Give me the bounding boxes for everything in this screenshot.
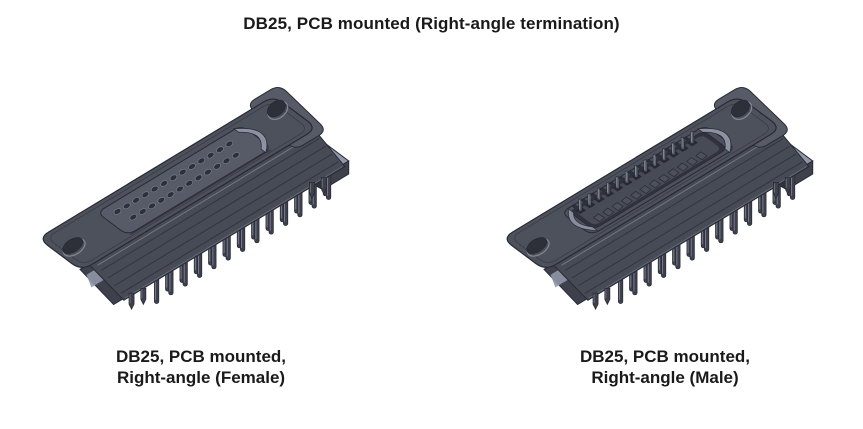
caption-line: Right-angle (Male)	[591, 368, 739, 387]
figure-caption-male: DB25, PCB mounted, Right-angle (Male)	[500, 346, 830, 388]
caption-line: DB25, PCB mounted,	[579, 347, 751, 366]
figure-db25-female: DB25, PCB mounted, Right-angle (Female)	[36, 56, 366, 388]
figure-db25-male: DB25, PCB mounted, Right-angle (Male)	[500, 56, 830, 388]
page-title: DB25, PCB mounted (Right-angle terminati…	[243, 14, 620, 33]
caption-line: Right-angle (Female)	[116, 368, 286, 387]
db25-female-right-angle-connector-render	[42, 87, 350, 311]
figure-caption-female: DB25, PCB mounted, Right-angle (Female)	[36, 346, 366, 388]
db25-male-right-angle-connector-render	[506, 87, 814, 311]
caption-line: DB25, PCB mounted,	[115, 347, 287, 366]
